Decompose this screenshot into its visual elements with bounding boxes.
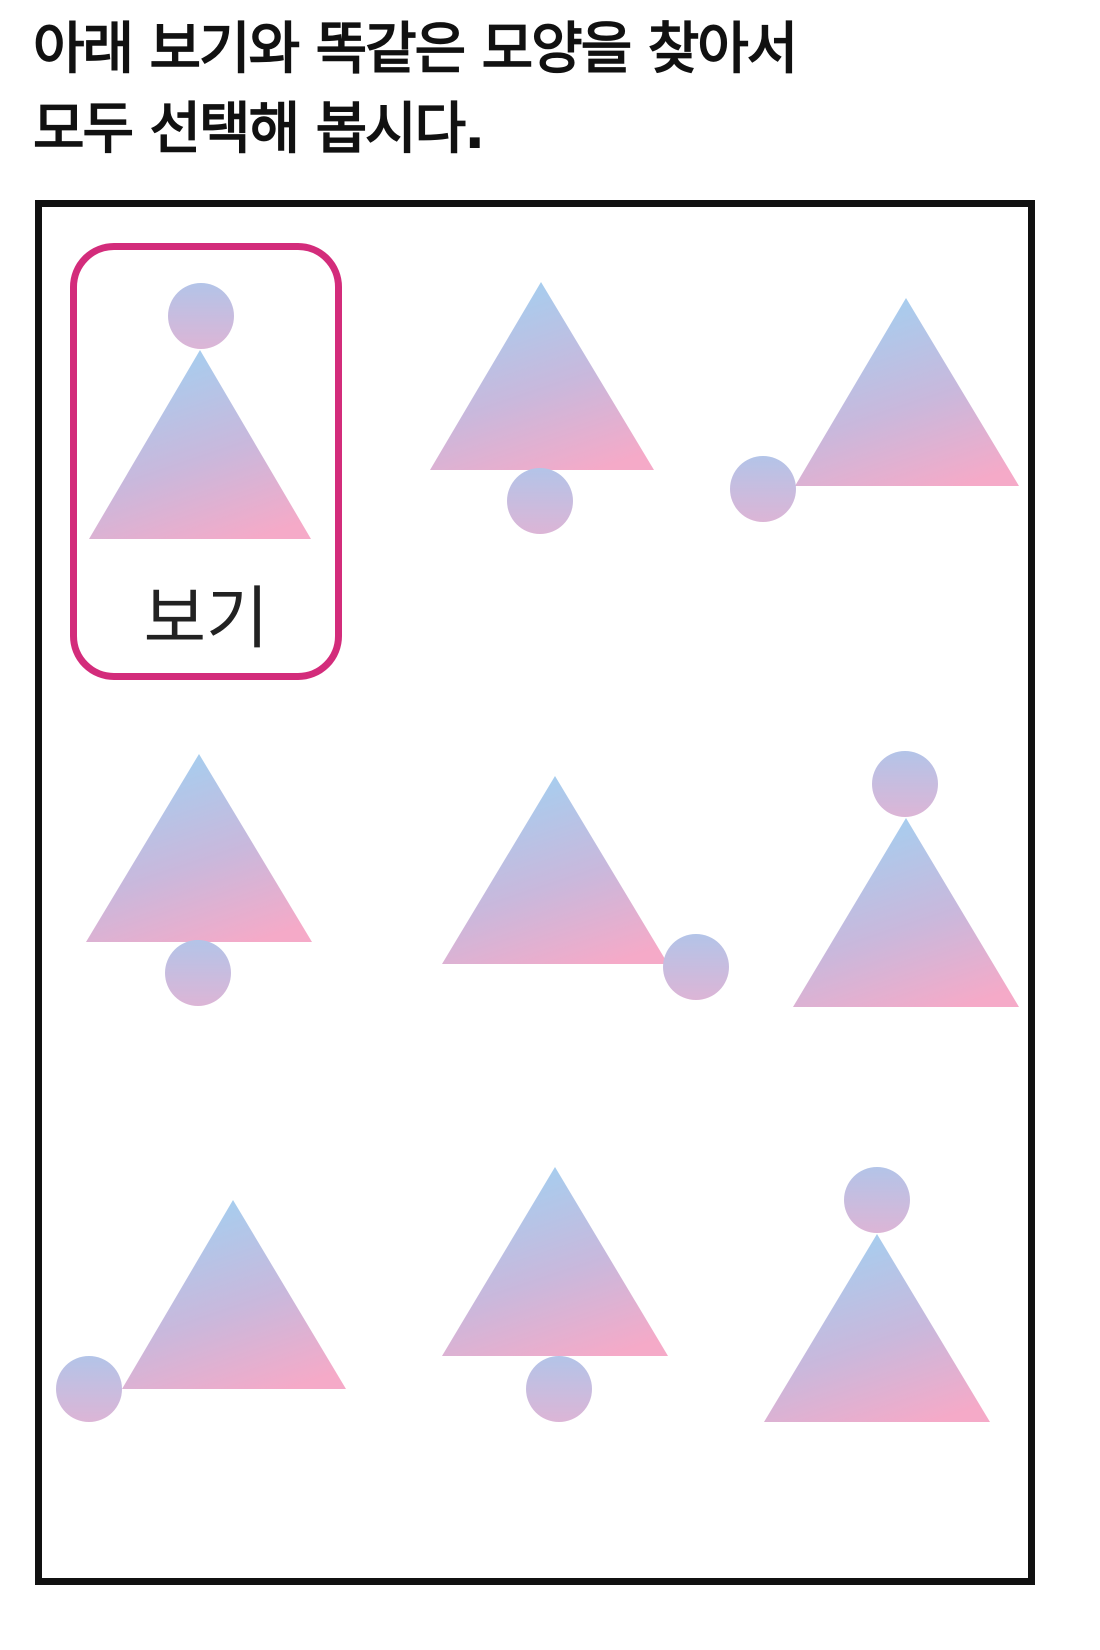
option-7-circle	[526, 1356, 592, 1422]
instruction-text: 아래 보기와 똑같은 모양을 찾아서 모두 선택해 봅시다.	[33, 10, 1073, 170]
option-shape-4[interactable]	[435, 770, 735, 1010]
option-7-triangle	[442, 1167, 668, 1356]
option-1-circle	[507, 468, 573, 534]
option-5-triangle	[793, 818, 1019, 1007]
sample-shape	[89, 283, 311, 539]
option-5-circle	[872, 751, 938, 817]
option-3-circle	[165, 940, 231, 1006]
option-8-triangle	[764, 1234, 990, 1422]
option-shape-2[interactable]	[725, 295, 1025, 525]
option-4-triangle	[442, 776, 668, 964]
option-8-circle	[844, 1167, 910, 1233]
option-shape-7[interactable]	[435, 1165, 675, 1435]
option-2-circle	[730, 456, 796, 522]
sample-label: 보기	[143, 580, 269, 659]
option-shape-1[interactable]	[425, 280, 660, 540]
instruction-line-2: 모두 선택해 봅시다.	[33, 97, 485, 162]
sample-highlight-frame	[70, 243, 342, 680]
option-4-circle	[663, 934, 729, 1000]
option-shape-6[interactable]	[50, 1195, 360, 1435]
option-2-triangle	[795, 298, 1019, 486]
instruction-line-1: 아래 보기와 똑같은 모양을 찾아서	[33, 17, 798, 82]
sample-circle	[168, 283, 234, 349]
option-shape-3[interactable]	[80, 750, 320, 1010]
sample-triangle	[89, 350, 311, 539]
option-1-triangle	[430, 282, 654, 470]
option-3-triangle	[86, 754, 312, 942]
option-shape-5[interactable]	[785, 745, 1025, 1010]
option-6-circle	[56, 1356, 122, 1422]
option-6-triangle	[122, 1200, 346, 1389]
option-shape-8[interactable]	[755, 1160, 995, 1430]
